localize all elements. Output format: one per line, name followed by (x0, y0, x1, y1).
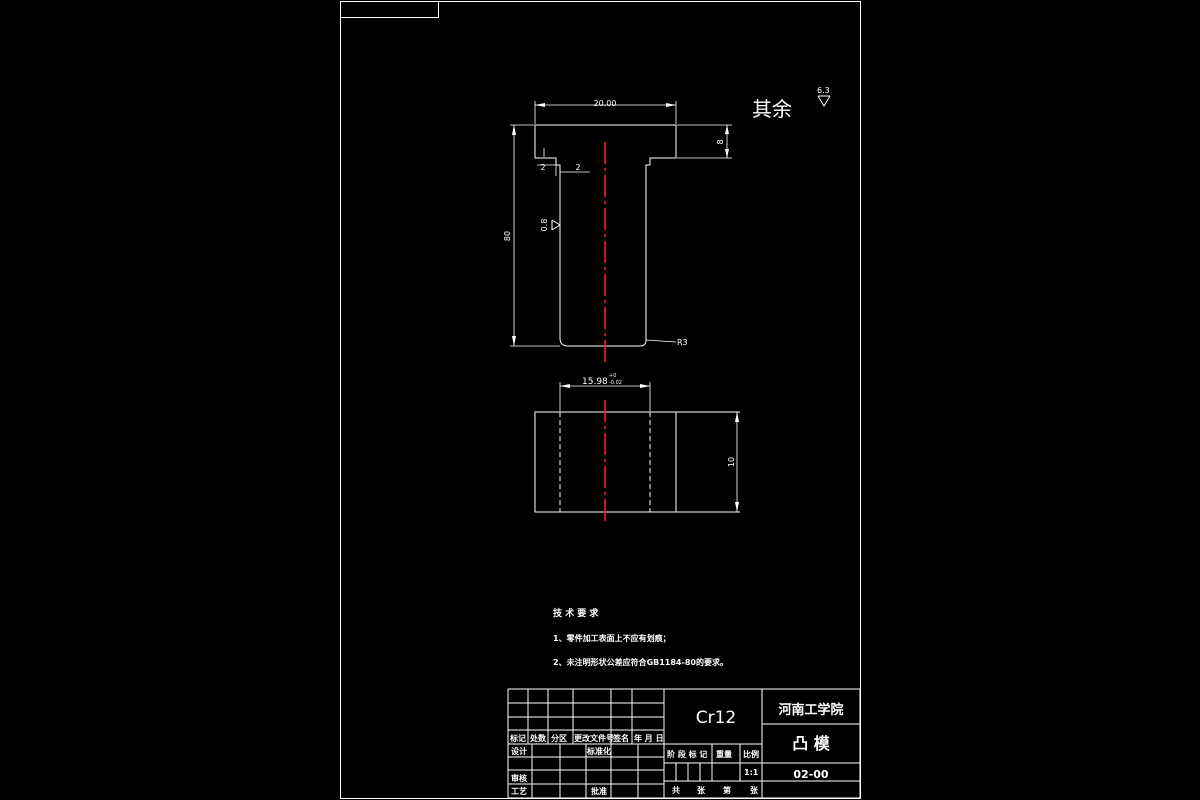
label-review: 审核 (511, 773, 527, 783)
rev-label-mark: 标记 (509, 733, 526, 743)
rev-label-count: 处数 (529, 733, 547, 743)
front-view: 20.00 8 80 2 2 0.8 R3 (503, 99, 732, 362)
roughness-other-value: 6.3 (817, 86, 830, 95)
tech-requirement-2: 2、未注明形状公差应符合GB1184-80的要求。 (553, 657, 728, 667)
part-name: 凸 模 (792, 734, 831, 753)
dim-fillet: R3 (677, 338, 688, 347)
dim-body-tol-lower: -0.02 (609, 380, 622, 386)
dim-thickness: 10 (727, 457, 736, 467)
dim-body-tol-upper: +0 (609, 373, 616, 379)
material: Cr12 (696, 708, 737, 728)
roughness-side-value: 0.8 (540, 219, 549, 232)
roughness-other-label: 其余 (752, 97, 792, 121)
drawing-number: 02-00 (793, 768, 829, 781)
drawing-frame (340, 1, 861, 799)
label-sheet-total: 共 (672, 785, 680, 795)
label-standardize: 标准化 (586, 746, 611, 756)
label-approve: 批准 (591, 786, 607, 796)
roughness-symbol-side (551, 219, 561, 231)
tech-requirements-title: 技 术 要 求 (553, 607, 599, 619)
reverse-code-box (340, 1, 439, 18)
dim-top-width: 20.00 (594, 99, 617, 108)
label-design: 设计 (511, 746, 527, 756)
title-block: Cr12 河南工学院 凸 模 02-00 标记 处数 分区 更改文件号 签名 年… (507, 688, 861, 799)
scale-value: 1:1 (744, 768, 759, 777)
label-sheet-count: 张 (697, 786, 706, 795)
label-sheet-no: 第 (723, 785, 731, 795)
dim-total-height: 80 (503, 231, 512, 241)
tech-requirement-1: 1、零件加工表面上不应有划痕； (553, 633, 671, 644)
dim-shoulder-left: 2 (540, 163, 545, 172)
label-sheet-unit: 张 (750, 786, 759, 795)
dim-body-width: 15.98 (582, 377, 608, 387)
label-weight: 重量 (716, 749, 732, 759)
label-process: 工艺 (511, 786, 527, 796)
dim-flange-height: 8 (716, 139, 725, 144)
rev-label-sign: 签名 (612, 733, 629, 743)
rev-label-zone: 分区 (551, 733, 567, 743)
rev-label-doc: 更改文件号 (574, 733, 614, 743)
label-ratio: 比例 (743, 749, 759, 759)
punch-outline (534, 124, 677, 347)
side-view: 15.98 +0 -0.02 10 (534, 373, 740, 524)
roughness-symbol-other (817, 95, 831, 107)
label-stage-mark: 阶 段 标 记 (667, 749, 707, 759)
rev-label-date: 年 月 日 (634, 733, 664, 743)
school-name: 河南工学院 (778, 702, 843, 718)
dim-shoulder-right: 2 (575, 163, 580, 172)
